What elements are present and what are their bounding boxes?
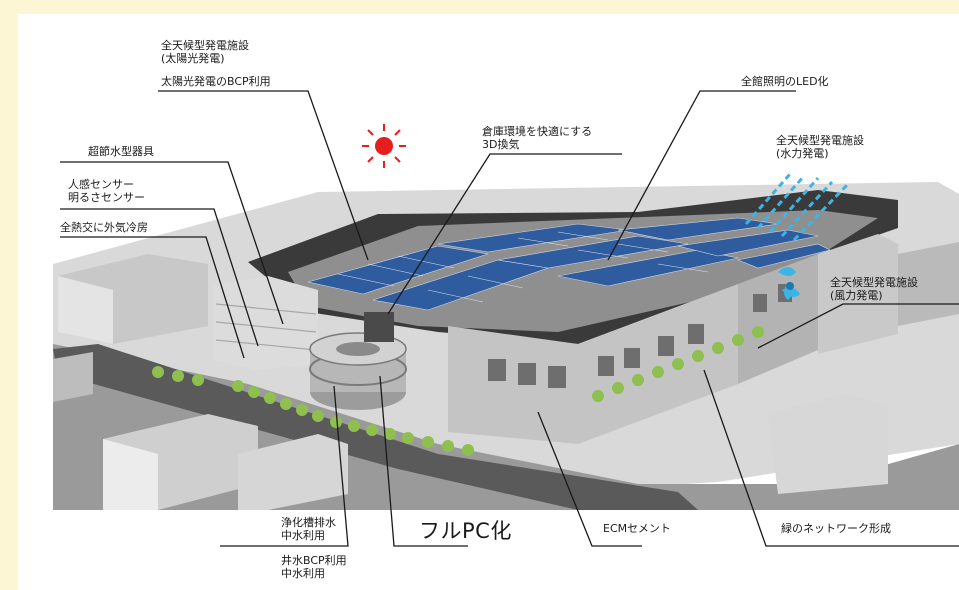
- septic-label: 浄化槽排水 中水利用: [281, 516, 336, 542]
- facade-openings: [488, 284, 792, 388]
- septic-line2: 中水利用: [281, 529, 325, 542]
- spiral-ramp: [309, 312, 407, 410]
- warehouse-illustration: [53, 90, 959, 547]
- sensors-label: 人感センサー 明るさセンサー: [68, 178, 145, 204]
- sensors-line2: 明るさセンサー: [68, 191, 145, 204]
- office-wing: [213, 276, 318, 370]
- right-side-structures: [768, 234, 959, 494]
- warehouse-facade-front: [448, 284, 738, 444]
- trees: [152, 326, 764, 456]
- solar-all-weather-line1: 全天候型発電施設: [161, 39, 249, 52]
- wind-label: 全天候型発電施設 (風力発電): [830, 276, 918, 302]
- solar-panel-array: [307, 217, 831, 311]
- well-line2: 中水利用: [281, 567, 325, 580]
- hydro-line2: (水力発電): [776, 147, 829, 160]
- well-line1: 井水BCP利用: [281, 554, 347, 567]
- ecm-label: ECMセメント: [603, 522, 671, 535]
- sun-icon: [362, 124, 406, 168]
- leader-lines: [60, 90, 959, 547]
- heat-exchange-label: 全熱交に外気冷房: [60, 221, 148, 234]
- ventilation-line1: 倉庫環境を快適にする: [482, 125, 593, 138]
- ventilation-line2: 3D換気: [482, 138, 520, 151]
- road: [53, 344, 698, 510]
- hydro-label: 全天候型発電施設 (水力発電): [776, 134, 864, 160]
- water-flow-icon: [744, 173, 850, 242]
- well-label: 井水BCP利用 中水利用: [281, 554, 347, 580]
- solar-all-weather-label: 全天候型発電施設 (太陽光発電): [161, 39, 249, 65]
- led-label: 全館照明のLED化: [741, 75, 829, 88]
- water-saving-label: 超節水型器具: [88, 145, 154, 158]
- full-pc-label: フルPC化: [419, 519, 512, 543]
- solar-panel-gridlines: [337, 231, 709, 303]
- solar-all-weather-line2: (太陽光発電): [161, 52, 225, 65]
- hydro-line1: 全天候型発電施設: [776, 134, 864, 147]
- city-blocks-left: [53, 254, 348, 510]
- ventilation-label: 倉庫環境を快適にする 3D換気: [482, 125, 592, 151]
- illustration-panel: 全天候型発電施設 (太陽光発電) 太陽光発電のBCP利用 全館照明のLED化 倉…: [18, 14, 959, 590]
- wind-line1: 全天候型発電施設: [830, 276, 918, 289]
- wind-turbine-icon: [778, 267, 800, 300]
- solar-bcp-label: 太陽光発電のBCP利用: [161, 75, 271, 88]
- sensors-line1: 人感センサー: [68, 178, 134, 191]
- green-network-label: 緑のネットワーク形成: [781, 522, 891, 535]
- septic-line1: 浄化槽排水: [281, 516, 336, 529]
- warehouse-facade-side: [738, 254, 818, 384]
- wind-line2: (風力発電): [830, 289, 883, 302]
